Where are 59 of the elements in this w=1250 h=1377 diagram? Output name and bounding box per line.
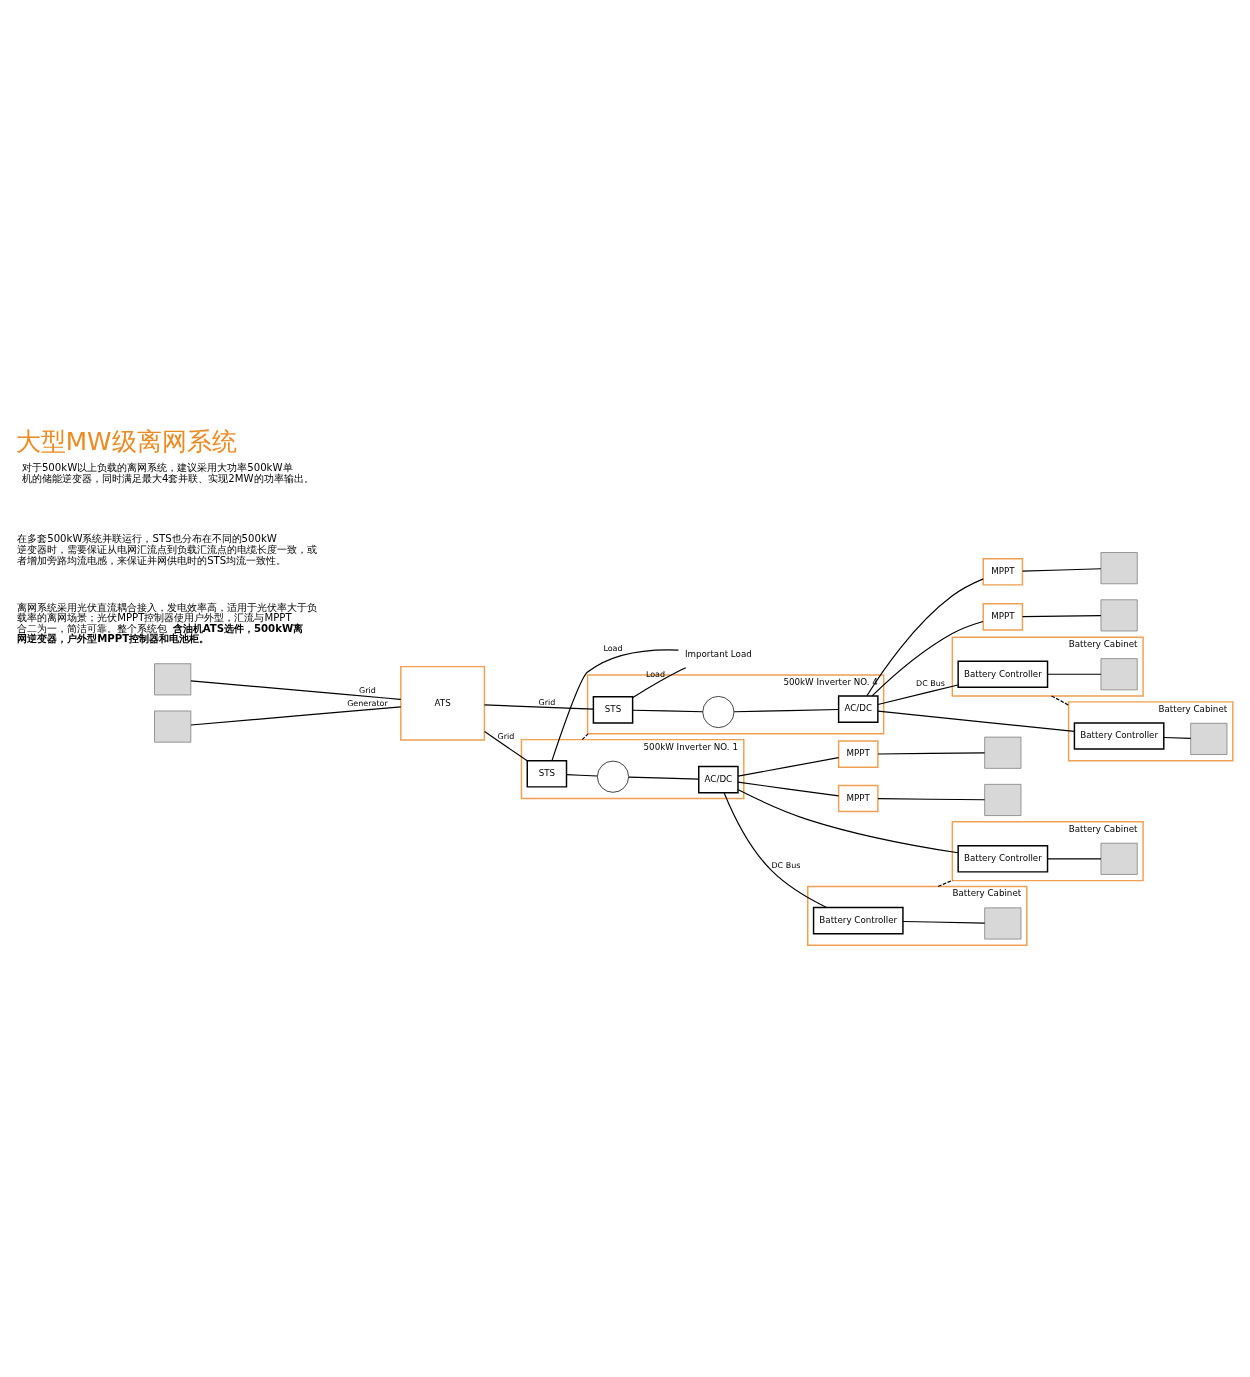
connector <box>737 756 840 777</box>
node-box: Battery Controller <box>957 659 1049 688</box>
connector <box>737 788 959 853</box>
node-box: AC/DC <box>837 694 879 723</box>
label: 离网系统采用光伏直流耦合接入，发电效率高，适用于光伏率大于负载率的离网场景；光伏MPPT控制器使用户外型，汇流与MPPT合二为一，简洁可靠。整个系统包含油机ATS选件，500kW离网逆变器，户外型MPPT控制器和电池柜。 <box>17 601 318 644</box>
node-box: AC/DC <box>698 765 739 793</box>
label: 对于500kW以上负载的离网系统，建议采用大功率500kW单机的储能逆变器，同时满足最大4套并联、实现2MW的功率输出。 <box>21 461 314 484</box>
connector <box>1050 694 1070 706</box>
connector <box>483 703 594 710</box>
connector <box>1047 673 1102 675</box>
node-box <box>1100 551 1138 584</box>
connector <box>1047 857 1102 859</box>
diagram-title: 大型MW级离网系统 <box>15 426 237 456</box>
node-box <box>1190 722 1228 755</box>
node-box <box>984 783 1022 816</box>
node-box: STS <box>526 759 568 788</box>
node-box <box>1100 598 1138 631</box>
connector <box>877 683 959 705</box>
connector <box>1021 614 1102 617</box>
connector <box>937 879 953 887</box>
node-circle <box>702 695 735 728</box>
node-text: Important Load <box>684 648 752 659</box>
connector <box>737 781 840 796</box>
node-box: ATS <box>400 665 486 741</box>
node-box <box>984 907 1022 939</box>
node-box: MPPT <box>837 784 879 812</box>
node-box: Battery Controller <box>957 844 1049 873</box>
node-box <box>1100 842 1138 875</box>
node-box <box>154 710 192 743</box>
connector <box>733 708 840 712</box>
node-box: MPPT <box>982 602 1024 631</box>
connector <box>871 620 984 696</box>
connector <box>877 710 1075 732</box>
connector <box>877 751 986 755</box>
connector <box>902 920 986 924</box>
connector <box>484 730 528 761</box>
connector <box>1021 567 1102 572</box>
node-box <box>984 736 1022 769</box>
connector <box>632 709 704 712</box>
connector <box>877 797 986 800</box>
connector <box>566 773 598 777</box>
node-box <box>1100 657 1138 690</box>
connector <box>723 791 828 908</box>
connector <box>581 732 589 740</box>
connector <box>632 666 687 698</box>
connector <box>628 776 700 780</box>
connector <box>866 577 984 697</box>
connector <box>190 705 402 726</box>
node-box: Battery Controller <box>812 906 904 934</box>
node-box: STS <box>592 695 634 724</box>
node-box: Battery Controller <box>1073 721 1165 750</box>
label: 在多套500kW系统并联运行，STS也分布在不同的500kW逆变器时，需要保证从电网汇流点到负载汇流点的电缆长度一致，或者增加旁路均流电感，来保证并网供电时的STS均流一致性。 <box>17 532 318 566</box>
node-circle <box>597 760 629 793</box>
connector <box>551 648 679 761</box>
connector <box>190 679 402 700</box>
connector <box>1163 736 1192 739</box>
node-box: MPPT <box>837 739 879 768</box>
node-box <box>154 662 192 695</box>
node-box: MPPT <box>982 557 1024 586</box>
